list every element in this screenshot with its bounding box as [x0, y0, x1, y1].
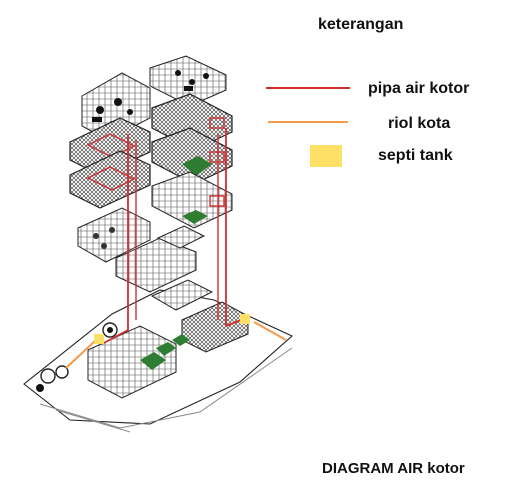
roof-level-left [81, 72, 151, 141]
legend-label-pipa-air-kotor: pipa air kotor [368, 80, 470, 97]
legend-swatch-septi-tank [310, 145, 342, 167]
roof-level-right [149, 55, 227, 107]
floor-plate-right-middle [151, 127, 233, 185]
legend-label-septi-tank: septi tank [378, 147, 453, 164]
floor-plate-left-middle [69, 150, 151, 209]
floor-plate-left-lower [77, 207, 151, 263]
legend-title: keterangan [318, 16, 404, 33]
floor-plate-right-lower [151, 171, 233, 229]
site-plan-ground [23, 279, 293, 433]
septic-tanks [94, 314, 250, 344]
city-sewer-lines [65, 321, 287, 369]
diagram-title: DIAGRAM AIR kotor [322, 460, 465, 477]
sewage-pipe-network [101, 128, 247, 345]
legend-label-riol-kota: riol kota [388, 115, 451, 132]
